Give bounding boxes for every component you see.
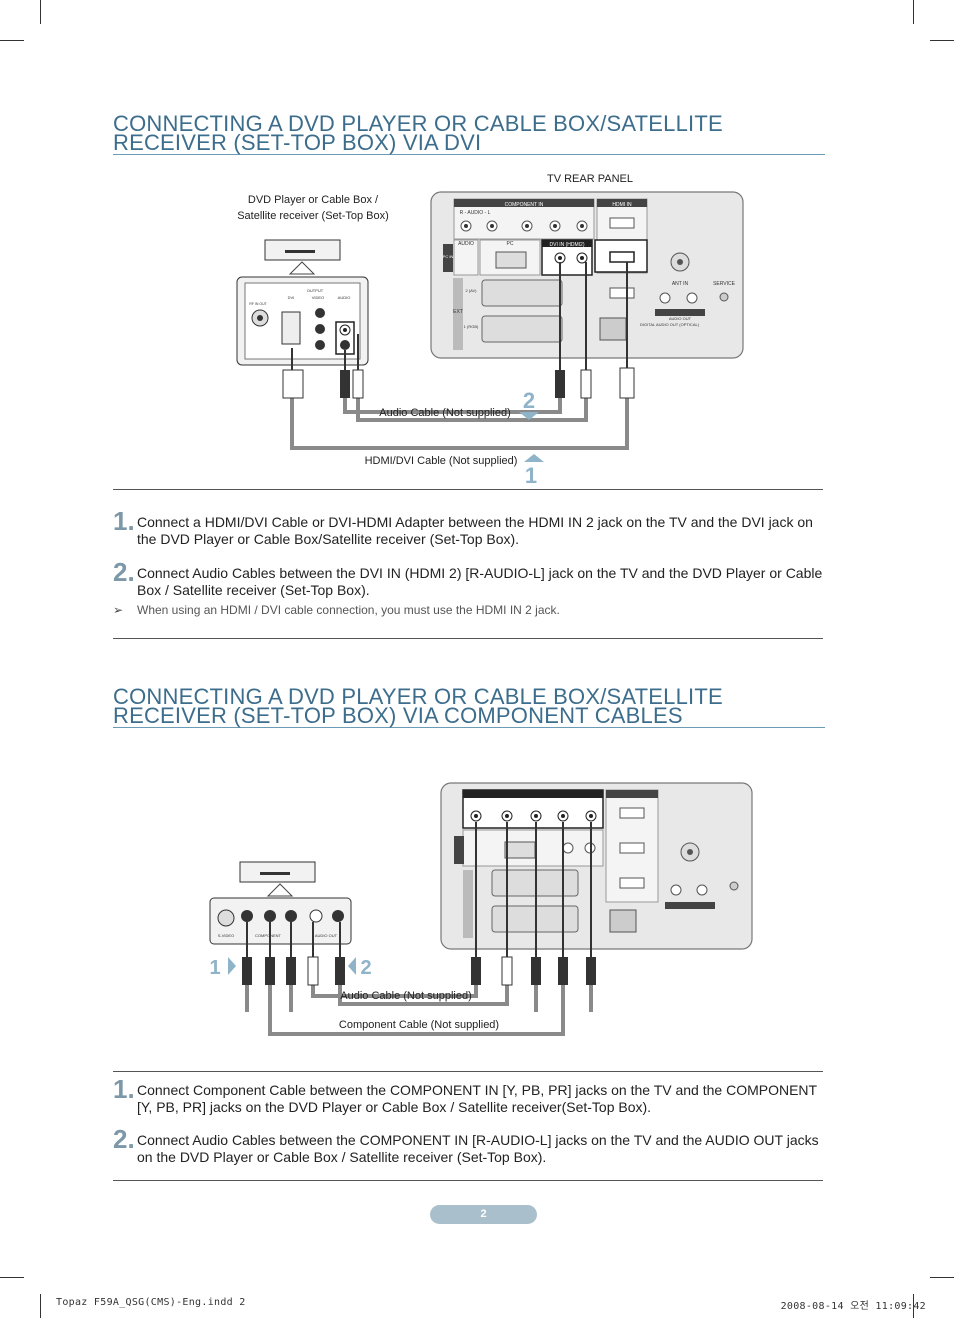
step-number: 2. xyxy=(113,1124,135,1154)
dvi-connection-diagram: TV REAR PANEL DVD Player or Cable Box / … xyxy=(236,173,744,488)
component-cable-label: Component Cable (Not supplied) xyxy=(339,1019,499,1031)
step-text: Connect Component Cable between the COMP… xyxy=(137,1082,817,1115)
crop-mark xyxy=(40,1294,41,1318)
crop-mark xyxy=(40,0,41,24)
crop-mark xyxy=(0,40,24,41)
footer-timestamp: 2008-08-14 오전 11:09:42 xyxy=(780,1301,926,1312)
audio-cable-label-2: Audio Cable (Not supplied) xyxy=(340,990,471,1002)
section1-step-1: 1. Connect a HDMI/DVI Cable or DVI-HDMI … xyxy=(113,506,823,548)
panel-dvi-in: DVI IN (HDMI2) xyxy=(550,242,585,248)
dvd-player-device-2: S-VIDEO COMPONENT AUDIO OUT xyxy=(209,861,352,945)
plugs xyxy=(282,262,635,399)
device-component-label: COMPONENT xyxy=(255,933,282,938)
tv-rear-panel-2 xyxy=(440,782,753,950)
crop-mark xyxy=(913,1294,914,1318)
panel-digital-audio-out: DIGITAL AUDIO OUT (OPTICAL) xyxy=(640,322,700,327)
marker-1b-arrow xyxy=(228,957,236,975)
step-marker-1: 1 xyxy=(525,463,537,488)
dvd-player-device: OUTPUT RF IN OUT DVI VIDEO AUDIO xyxy=(236,239,369,366)
panel-pc-in: PC IN xyxy=(443,254,454,259)
marker-2-arrow xyxy=(519,412,539,420)
step-number: 1. xyxy=(113,1074,135,1104)
step-text: Connect Audio Cables between the COMPONE… xyxy=(137,1132,819,1165)
device-audio-label: AUDIO xyxy=(338,295,351,300)
panel-ext: EXT xyxy=(453,309,463,315)
section1-title: CONNECTING A DVD PLAYER OR CABLE BOX/SAT… xyxy=(113,111,825,155)
device-audioout-label: AUDIO OUT xyxy=(315,933,338,938)
section1-title-line1: CONNECTING A DVD PLAYER OR CABLE BOX/SAT… xyxy=(113,111,723,136)
marker-2b-arrow xyxy=(348,957,356,975)
section2-title-line1: CONNECTING A DVD PLAYER OR CABLE BOX/SAT… xyxy=(113,684,723,709)
device-label-line2: Satellite receiver (Set-Top Box) xyxy=(237,210,389,222)
note-arrow-icon: ➢ xyxy=(113,603,124,617)
panel-ext2: 2 (AV) xyxy=(465,288,477,293)
section2-title: CONNECTING A DVD PLAYER OR CABLE BOX/SAT… xyxy=(113,684,825,728)
crop-mark xyxy=(930,1277,954,1278)
panel-pc: PC xyxy=(507,241,514,247)
crop-mark xyxy=(930,40,954,41)
section2-step-1: 1. Connect Component Cable between the C… xyxy=(113,1074,823,1116)
panel-r-audio-l: R - AUDIO - L xyxy=(460,210,491,216)
panel-hdmi-in: HDMI IN xyxy=(612,202,632,208)
note-text: When using an HDMI / DVI cable connectio… xyxy=(137,603,560,617)
section2-bottom-rule xyxy=(113,1180,823,1181)
step-marker-2b: 2 xyxy=(360,957,371,979)
page-number-badge: 2 xyxy=(430,1205,537,1224)
section2-step-2: 2. Connect Audio Cables between the COMP… xyxy=(113,1124,823,1166)
section1-title-line2: RECEIVER (SET-TOP BOX) VIA DVI xyxy=(113,130,482,155)
hdmi-cable-label: HDMI/DVI Cable (Not supplied) xyxy=(365,455,518,467)
section1-top-rule xyxy=(113,489,823,490)
section1-note: ➢ When using an HDMI / DVI cable connecti… xyxy=(113,603,560,617)
step-number: 2. xyxy=(113,557,135,587)
footer-file-name: Topaz F59A_QSG(CMS)-Eng.indd 2 xyxy=(56,1297,246,1308)
component-connection-diagram: S-VIDEO COMPONENT AUDIO OUT 1 2 Aud xyxy=(209,782,753,1036)
step-text: Connect a HDMI/DVI Cable or DVI-HDMI Ada… xyxy=(137,514,813,547)
section2-title-line2: RECEIVER (SET-TOP BOX) VIA COMPONENT CAB… xyxy=(113,703,683,728)
audio-cable-label: Audio Cable (Not supplied) xyxy=(379,407,510,419)
device-output-label: OUTPUT xyxy=(307,288,324,293)
device-rf-label: RF IN OUT xyxy=(249,302,267,306)
cables xyxy=(290,398,629,450)
device-label-line1: DVD Player or Cable Box / xyxy=(248,194,379,206)
step-number: 1. xyxy=(113,506,135,536)
device-dvi-label: DVI xyxy=(288,295,295,300)
panel-ant-in: ANT IN xyxy=(672,281,689,287)
step-marker-2: 2 xyxy=(523,388,535,413)
panel-service: SERVICE xyxy=(713,281,736,287)
tv-rear-panel-label: TV REAR PANEL xyxy=(547,173,633,185)
device-svideo-label: S-VIDEO xyxy=(218,933,234,938)
section2-top-rule xyxy=(113,1071,823,1072)
crop-mark xyxy=(0,1277,24,1278)
crop-mark xyxy=(913,0,914,24)
section1-bottom-rule xyxy=(113,638,823,639)
step-text: Connect Audio Cables between the DVI IN … xyxy=(137,565,823,598)
step-marker-1b: 1 xyxy=(209,957,220,979)
marker-1-arrow xyxy=(524,454,544,462)
panel-audio-out: AUDIO OUT xyxy=(669,316,692,321)
section1-step-2: 2. Connect Audio Cables between the DVI … xyxy=(113,557,823,599)
panel-audio: AUDIO xyxy=(458,241,474,247)
panel-ext1: 1 (RGB) xyxy=(464,324,479,329)
device-video-label: VIDEO xyxy=(312,295,324,300)
plugs-2 xyxy=(242,822,596,986)
panel-component-in: COMPONENT IN xyxy=(505,202,544,208)
cables-2 xyxy=(245,985,593,1036)
